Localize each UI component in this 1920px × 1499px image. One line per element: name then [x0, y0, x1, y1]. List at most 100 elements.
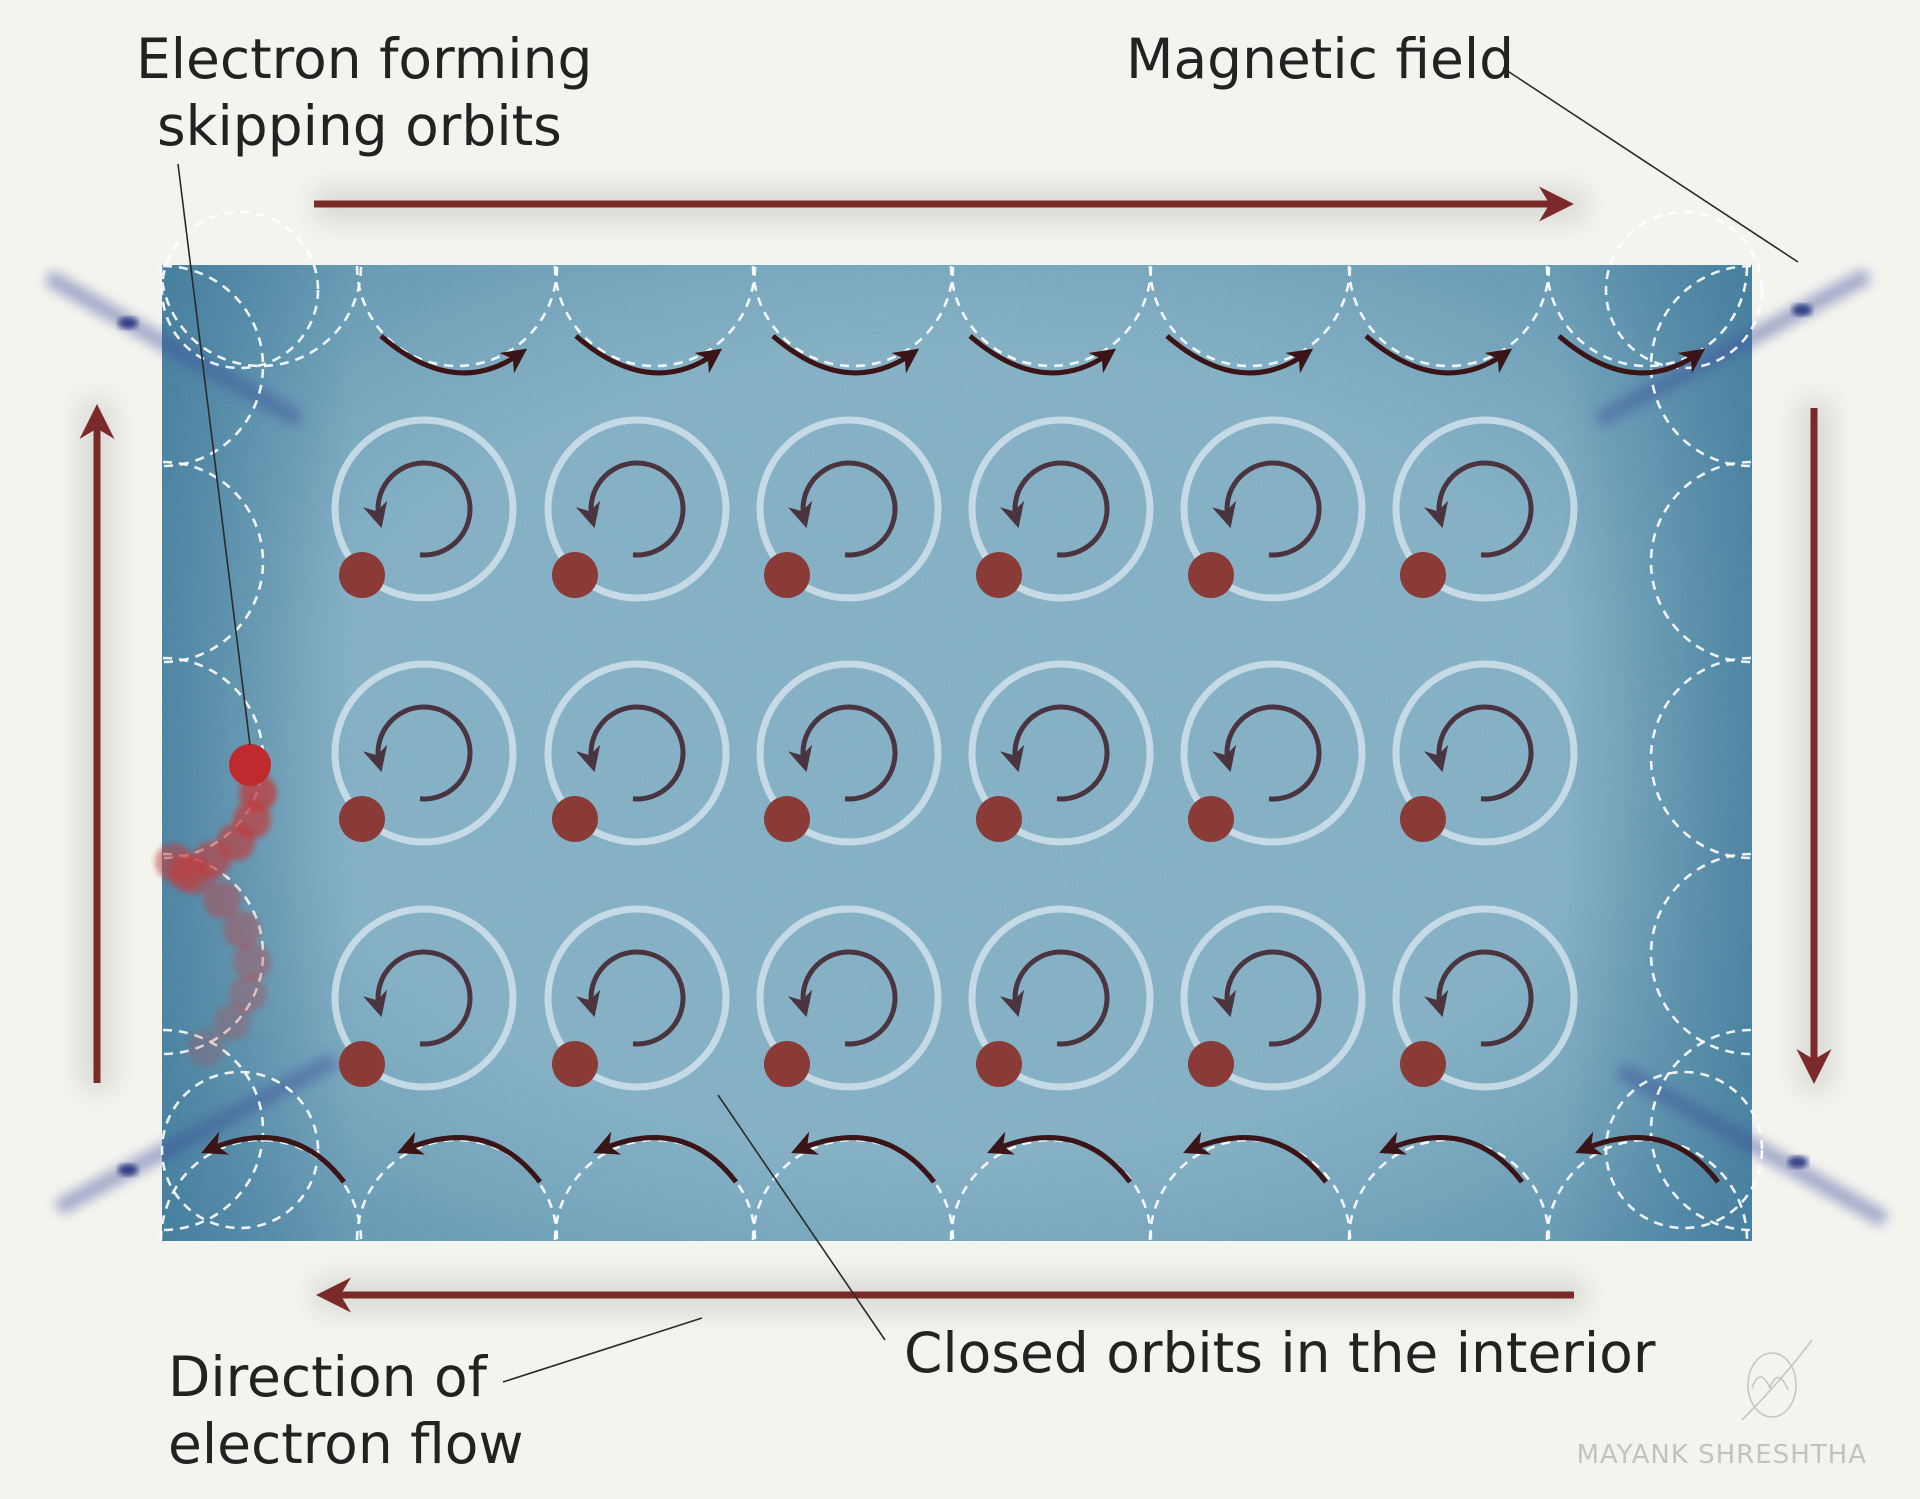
label-magnetic: Magnetic field [1126, 27, 1514, 91]
closed-orbit-arrow [363, 704, 473, 802]
closed-orbit-ring [544, 905, 730, 1091]
trail-electron [203, 881, 241, 919]
closed-orbit-arrow [363, 460, 473, 558]
magnetic-field-line [54, 1052, 339, 1216]
closed-orbit-arrow [1424, 949, 1534, 1047]
label-flow-line1: Direction of [168, 1345, 489, 1409]
dashed-orbit-corner [160, 1070, 320, 1230]
closed-orbit-arrow [1424, 704, 1534, 802]
flow-arrows [79, 186, 1832, 1313]
electron [976, 1041, 1022, 1087]
closed-orbit-ring [544, 416, 730, 602]
closed-orbit-ring [1392, 660, 1578, 846]
trail-electron [223, 911, 261, 949]
closed-orbit-ring [1392, 416, 1578, 602]
label-flow-line2: electron flow [168, 1412, 523, 1476]
magnetic-field-line [44, 270, 304, 427]
skipping-arrow-top [771, 334, 920, 376]
closed-orbit-ring [756, 905, 942, 1091]
electron [1188, 552, 1234, 598]
skipping-arrow-bottom [201, 1131, 346, 1184]
label-closed: Closed orbits in the interior [904, 1321, 1656, 1385]
electron [764, 796, 810, 842]
closed-orbit-arrow [576, 949, 686, 1047]
closed-orbit-arrow [576, 704, 686, 802]
closed-orbit-arrow [1212, 949, 1322, 1047]
electron [339, 1041, 385, 1087]
magnetic-field-mark [1792, 304, 1812, 316]
electron [1400, 796, 1446, 842]
electron [1400, 552, 1446, 598]
skipping-arrow-top [574, 334, 723, 376]
edge-dashed-orbits [159, 210, 1764, 1241]
closed-orbit-ring [331, 905, 517, 1091]
dashed-orbit-corner [1604, 210, 1764, 370]
signature: MAYANK SHRESHTHA [1577, 1339, 1867, 1470]
trail-electron [187, 1029, 225, 1067]
sample-plane [162, 265, 1752, 1241]
electron [1188, 1041, 1234, 1087]
magnetic-field-line [1594, 267, 1872, 428]
skipping-arrow-top [968, 334, 1117, 376]
magnetic-field-mark [118, 1164, 138, 1176]
closed-orbit-arrow [1000, 460, 1110, 558]
skipping-arrow-bottom [1379, 1131, 1524, 1184]
dashed-orbit-corner [1604, 1070, 1764, 1230]
electron [1188, 796, 1234, 842]
closed-orbit-ring [968, 416, 1154, 602]
leader-closed [717, 1094, 886, 1341]
magnetic-field-marks [44, 267, 1889, 1227]
closed-orbit-arrow [788, 704, 898, 802]
signature-name: MAYANK SHRESHTHA [1577, 1440, 1867, 1470]
magnetic-field-mark [1788, 1156, 1808, 1168]
skipping-arrow-top [1165, 334, 1314, 376]
skipping-electron [229, 744, 271, 786]
label-skipping-line1: Electron forming [136, 27, 592, 91]
leader-skipping [177, 163, 251, 746]
skipping-arrow-top [379, 334, 528, 376]
closed-orbit-arrow [788, 949, 898, 1047]
electron [552, 552, 598, 598]
leader-lines [177, 67, 1799, 1383]
electron [764, 552, 810, 598]
electron [1400, 1041, 1446, 1087]
skipping-arrow-bottom [593, 1131, 738, 1184]
leader-magnetic [1502, 67, 1799, 263]
closed-orbit-arrow [1424, 460, 1534, 558]
signature-mark [1747, 1352, 1797, 1418]
electron [339, 552, 385, 598]
dashed-orbit-corner [160, 210, 320, 370]
skipping-arrow-top [1364, 334, 1513, 376]
skipping-orbit-arrows [201, 334, 1720, 1184]
closed-orbit-ring [756, 660, 942, 846]
skipping-arrow-top [1557, 334, 1706, 376]
closed-orbit-arrow [788, 460, 898, 558]
closed-orbit-ring [331, 416, 517, 602]
closed-orbit-arrow [1000, 949, 1110, 1047]
closed-orbit-ring [1180, 905, 1366, 1091]
skipping-arrow-bottom [1183, 1131, 1328, 1184]
electron [764, 1041, 810, 1087]
closed-orbit-ring [544, 660, 730, 846]
closed-orbit-ring [968, 660, 1154, 846]
closed-orbit-arrow [1212, 704, 1322, 802]
electron [976, 796, 1022, 842]
closed-orbit-ring [1180, 660, 1366, 846]
leader-flow [502, 1317, 703, 1383]
closed-orbit-ring [1392, 905, 1578, 1091]
trail-electron [233, 943, 271, 981]
skipping-arrow-bottom [987, 1131, 1132, 1184]
closed-orbit-ring [331, 660, 517, 846]
trail-electron [229, 975, 267, 1013]
label-skipping-line2: skipping orbits [157, 94, 562, 158]
trail-electron [177, 857, 215, 895]
labels: Electron forming skipping orbits Magneti… [136, 27, 1656, 1476]
magnetic-field-mark [118, 317, 138, 329]
closed-orbit-arrow [576, 460, 686, 558]
trail-electron [213, 1003, 251, 1041]
electron [339, 796, 385, 842]
magnetic-field-line [1616, 1063, 1889, 1227]
electron [552, 1041, 598, 1087]
